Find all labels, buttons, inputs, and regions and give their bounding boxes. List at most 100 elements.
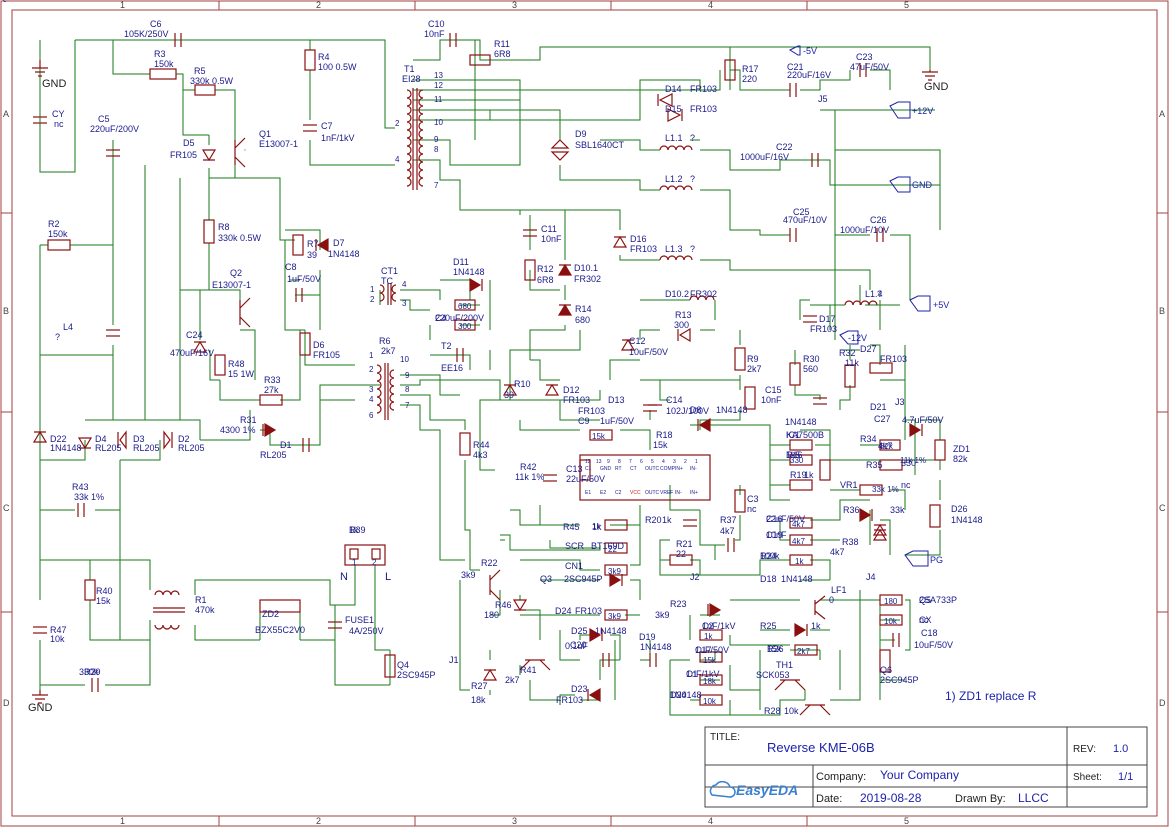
t2-secondary-pin: 7 (405, 401, 410, 410)
value-l4: ? (55, 332, 60, 342)
schematic-note: 1) ZD1 replace R (945, 689, 1037, 703)
label-r10: R10 (514, 379, 531, 389)
label-t2: T2 (441, 341, 452, 351)
frame-col-top-4: 4 (708, 0, 713, 10)
label-r37: R37 (720, 515, 737, 525)
ic-pin-name-bottom: E2 (600, 490, 606, 496)
resistor-box-value: 33k 1% (872, 485, 899, 494)
label-d1: D1 (280, 440, 292, 450)
label-l1-3: L1.3 (665, 244, 683, 254)
label-t1: T1 (404, 64, 415, 74)
ground-label-bottom: GND (28, 702, 53, 714)
resistor-box-value: 180 (884, 597, 898, 606)
label-c16: C16 (766, 514, 783, 524)
ic-pin-name-top: IN- (690, 466, 697, 472)
frame-row-left-C: C (3, 503, 10, 513)
label-r9: R9 (747, 354, 759, 364)
connector-pin-1: 1 (352, 558, 357, 567)
label-c7: C7 (321, 121, 333, 131)
port-label-gnd: GND (912, 180, 933, 190)
resistor-box-value: 680 (458, 302, 472, 311)
label-r34: R34 (860, 434, 877, 444)
resistor-box-value: 10k (884, 617, 898, 626)
value-box-labels: 68030015k1k223k93k915k18k10k4k74k71k2k71… (458, 302, 926, 706)
resistor-box-value: 11k 1% (900, 456, 926, 465)
label-d23: D23 (571, 684, 588, 694)
ic-pin-number: 1 (695, 459, 698, 465)
value-d8: 1N4148 (716, 405, 748, 415)
resistor-box-value: 82k (880, 442, 894, 451)
label-lf1: LF1 (831, 585, 847, 595)
ic-pin-name-top: CT (630, 466, 637, 472)
label-r11: R11 (494, 39, 510, 49)
ic-pin-number: 4 (662, 459, 665, 465)
value-r47: 10k (50, 634, 65, 644)
title-block: TITLE: Reverse KME-06B REV: 1.0 Company:… (704, 726, 1148, 808)
value-d22: 1N4148 (50, 443, 82, 453)
value-c23: 47uF/50V (850, 62, 889, 72)
label-r8: R8 (218, 222, 230, 232)
value-d7: 1N4148 (328, 249, 360, 259)
label-c8: C8 (285, 262, 297, 272)
value-scr: BT169D (591, 541, 625, 551)
label-c14: C14 (666, 395, 683, 405)
label-d14: D14 (665, 84, 682, 94)
value-r11: 6R8 (494, 49, 511, 59)
resistor-box-value: 1k (704, 632, 713, 641)
label-c24: C24 (186, 330, 203, 340)
label-l1-1: L1.1 (665, 133, 683, 143)
value-r40: 15k (96, 596, 111, 606)
t1-secondary-pin: 7 (434, 181, 439, 190)
value-c27: 4.7uF/50V (902, 415, 944, 425)
resistor-box-value: 1k (795, 557, 804, 566)
value-c18: 10uF/50V (914, 640, 953, 650)
label-d20: D20 (670, 690, 687, 700)
label-th1: TH1 (776, 660, 793, 670)
label-d24: D24 (555, 606, 572, 616)
value-cx: nc (919, 615, 929, 625)
t1-secondary-pin: 11 (434, 95, 443, 104)
value-c22: 1000uF/16V (740, 152, 789, 162)
label-d12: D12 (563, 385, 580, 395)
value-r29: 330k (79, 667, 99, 677)
value-q3: 2SC945P (564, 574, 603, 584)
label-c27: C27 (874, 414, 891, 424)
frame-row-right-B: B (1159, 306, 1165, 316)
label-r19: R19 (790, 470, 807, 480)
value-l1-2: ? (690, 174, 695, 184)
label-d18: D18 (760, 574, 777, 584)
t1-secondary-pin: 9 (434, 135, 439, 144)
company-value: Your Company (880, 768, 959, 782)
value-l1-3: ? (690, 244, 695, 254)
label-q4: Q4 (397, 660, 409, 670)
value-th1: SCK053 (756, 670, 790, 680)
label-r36: R36 (843, 505, 860, 515)
t2-primary-pin: 2 (369, 365, 374, 374)
ct1-pin: 2 (370, 295, 375, 304)
label-c6: C6 (150, 19, 162, 29)
label-r24: R24 (760, 551, 777, 561)
label-r47: R47 (50, 625, 67, 635)
label-l1-2: L1.2 (665, 174, 683, 184)
value-d4: RL205 (95, 443, 122, 453)
drawn-by-value: LLCC (1018, 791, 1049, 805)
date-value: 2019-08-28 (860, 791, 922, 805)
t2-primary-pin: 1 (369, 351, 374, 360)
value-d18: 1N4148 (781, 574, 813, 584)
ic-pin-name-bottom: OUTC (645, 490, 660, 496)
resistor-box-value: 330 (790, 456, 804, 465)
t1-secondary-pin: 10 (434, 118, 443, 127)
resistor-box-value: 10k (703, 697, 717, 706)
value-d11: 1N4148 (453, 267, 485, 277)
value-lf1: 0 (829, 595, 834, 605)
value-t1: EI28 (402, 74, 421, 84)
value-r38: 4k7 (830, 547, 845, 557)
value-c16: 22uF/50V (766, 514, 805, 524)
value-ic1: KA7500B (786, 430, 824, 440)
label-l4: L4 (63, 322, 73, 332)
value-d19: 1N4148 (640, 642, 672, 652)
value-r25: 1k (811, 621, 821, 631)
value-d9: SBL1640CT (575, 140, 625, 150)
